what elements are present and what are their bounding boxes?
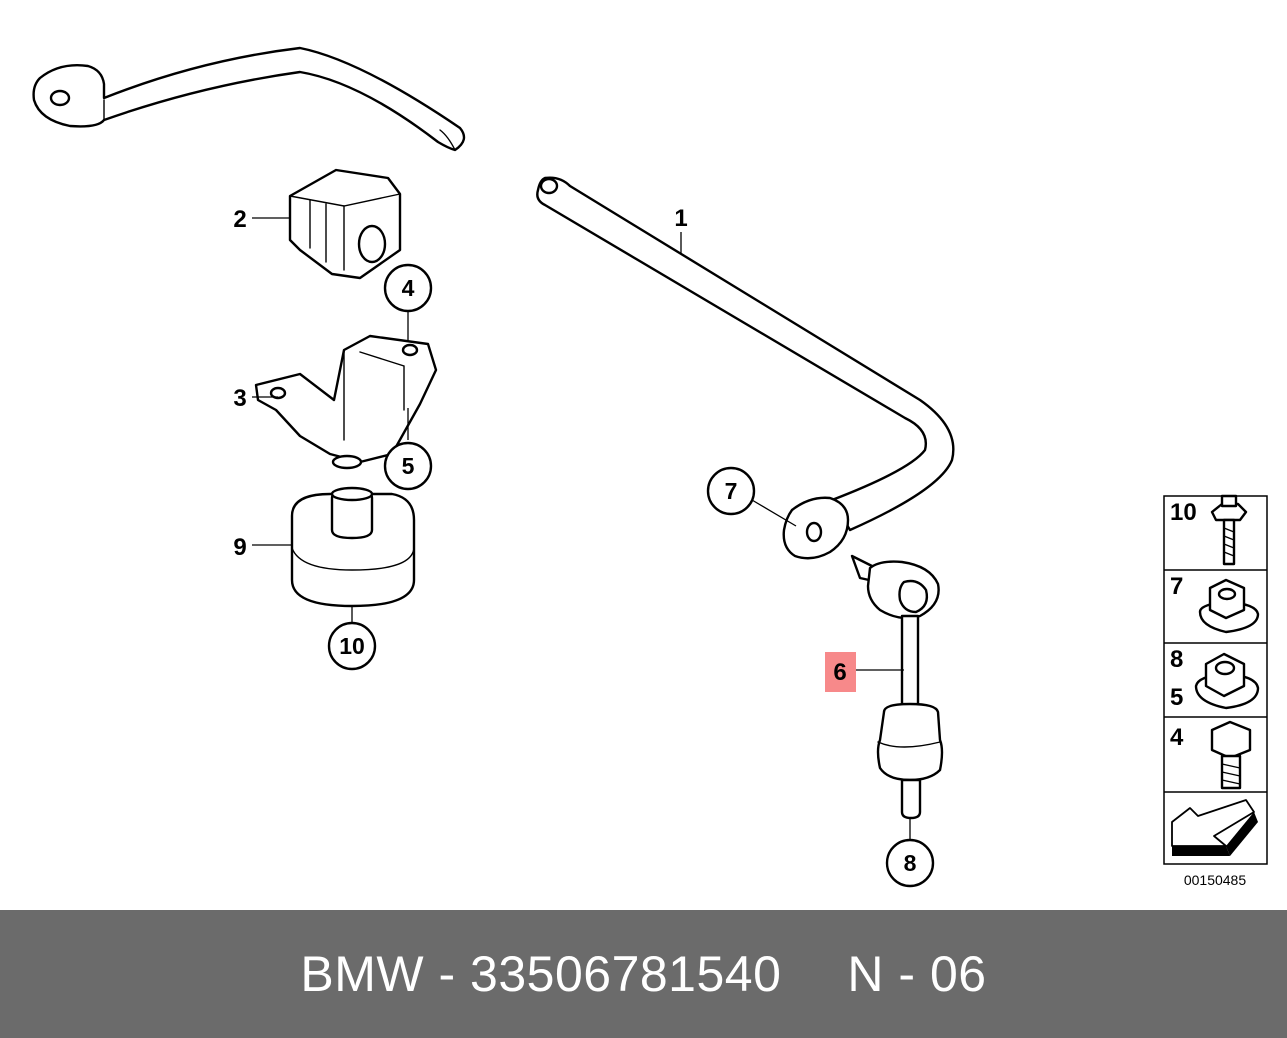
image-number: 00150485 — [1184, 872, 1247, 888]
legend-label-8: 8 — [1170, 646, 1183, 673]
leader-lines — [252, 217, 911, 840]
footer-position: N - 06 — [847, 946, 987, 1002]
flange-bolt-icon — [1210, 494, 1248, 566]
legend-label-4: 4 — [1170, 724, 1184, 751]
callout-8-circle: 8 — [885, 838, 935, 888]
callout-7: 7 — [725, 478, 738, 504]
hex-nut-icon — [1194, 652, 1260, 710]
legend-label-10: 10 — [1170, 499, 1197, 526]
direction-arrow-icon — [1171, 799, 1258, 856]
callout-2: 2 — [233, 206, 246, 233]
callout-10-circle: 10 — [327, 621, 377, 671]
callout-4-circle: 4 — [383, 263, 433, 313]
flange-nut-icon — [1198, 578, 1260, 634]
callout-6: 6 — [833, 659, 846, 686]
callout-5: 5 — [402, 453, 415, 479]
parts-diagram: 1 2 3 9 4 5 10 7 8 6 10 7 8 5 4 — [32, 46, 1268, 888]
callout-3: 3 — [233, 385, 246, 412]
callout-5-circle: 5 — [383, 441, 433, 491]
bump-stop — [290, 486, 416, 608]
callout-10: 10 — [339, 633, 365, 659]
legend-label-5: 5 — [1170, 684, 1183, 711]
pendulum-support — [850, 554, 944, 820]
rubber-mounting — [288, 168, 402, 280]
stabilizer-bar-upper-section — [32, 46, 466, 152]
footer-part-number: BMW - 33506781540 — [300, 946, 782, 1002]
callout-7-circle: 7 — [706, 466, 756, 516]
hex-bolt-icon — [1210, 720, 1252, 790]
bracket — [254, 334, 438, 470]
callout-8: 8 — [904, 850, 917, 876]
callout-9: 9 — [233, 534, 246, 561]
legend-label-7: 7 — [1170, 573, 1183, 600]
stabilizer-bar-right-section — [536, 176, 955, 560]
callout-1: 1 — [674, 205, 687, 232]
hardware-legend: 10 7 8 5 4 — [1163, 494, 1268, 865]
footer-bar: BMW - 33506781540 N - 06 — [0, 910, 1287, 1038]
callout-6-highlight[interactable]: 6 — [825, 652, 856, 692]
callout-4: 4 — [402, 275, 415, 301]
